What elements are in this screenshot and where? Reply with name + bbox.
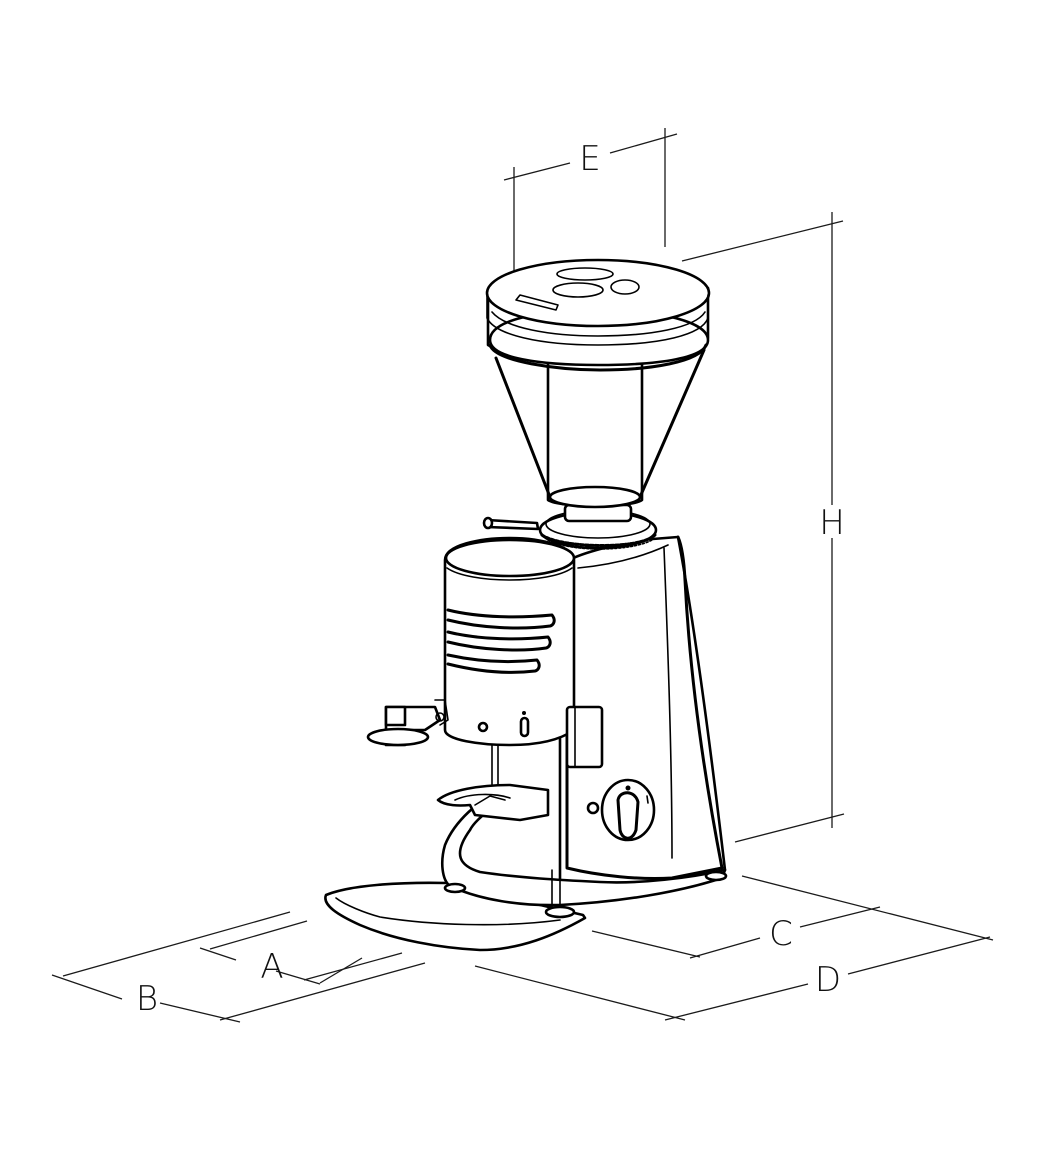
dimension-lines (51, 128, 994, 1023)
grind-adjustment-collar (482, 503, 658, 550)
label-b: B (136, 979, 158, 1019)
label-e: E (579, 139, 600, 179)
portafilter-rest (436, 744, 550, 822)
grinder-body (440, 535, 728, 919)
label-d: D (815, 960, 841, 1000)
drip-tray (324, 881, 587, 952)
portafilter-fork (366, 699, 449, 747)
label-a: A (260, 947, 283, 987)
label-h: H (819, 503, 845, 543)
control-knob (586, 778, 656, 842)
label-c: C (769, 914, 793, 954)
doser-chamber (443, 536, 576, 747)
doser-lever (565, 705, 604, 769)
dimension-labels: E H A B C D (136, 139, 845, 1019)
hopper (485, 258, 711, 509)
